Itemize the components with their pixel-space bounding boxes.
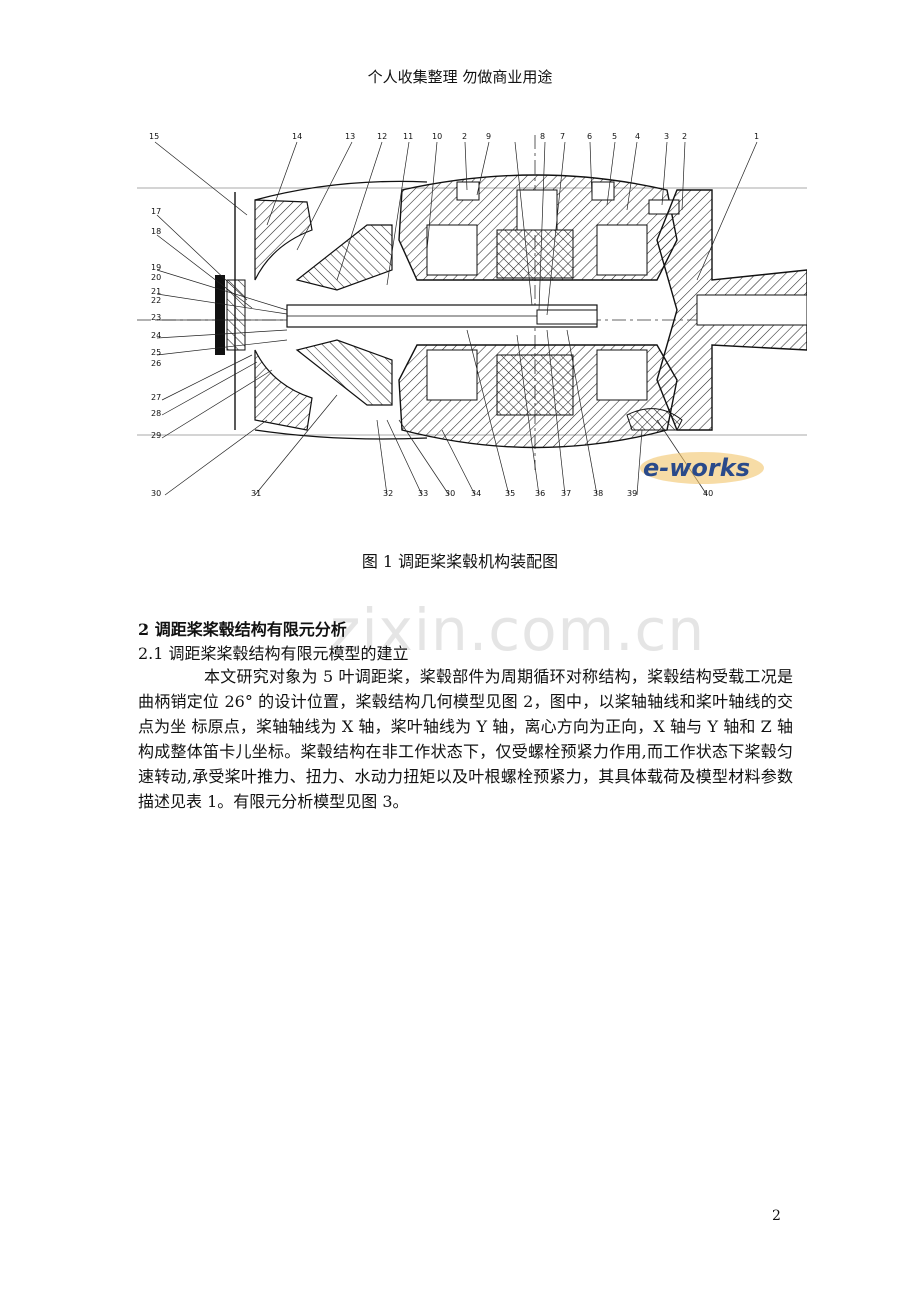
body-paragraph: 本文研究对象为 5 叶调距桨，桨毂部件为周期循环对称结构，桨毂结构受载工况是曲柄… bbox=[138, 667, 793, 811]
callout-7: 7 bbox=[560, 132, 565, 141]
callout-2b: 2 bbox=[682, 132, 687, 141]
callout-29: 29 bbox=[151, 431, 161, 440]
watermark: zixin.com.cn bbox=[330, 596, 706, 664]
assembly-drawing-figure: 15 14 13 12 11 10 2 9 8 7 6 5 4 3 2 1 17… bbox=[137, 130, 808, 505]
callout-4: 4 bbox=[635, 132, 640, 141]
callout-31: 31 bbox=[251, 489, 261, 498]
assembly-drawing: 15 14 13 12 11 10 2 9 8 7 6 5 4 3 2 1 17… bbox=[137, 132, 808, 498]
callout-8: 8 bbox=[540, 132, 545, 141]
callout-22: 22 bbox=[151, 296, 161, 305]
callout-38: 38 bbox=[593, 489, 603, 498]
figure-caption: 图 1 调距桨桨毂机构装配图 bbox=[361, 552, 559, 571]
callout-33: 33 bbox=[418, 489, 428, 498]
section-title: 2 调距桨桨毂结构有限元分析 bbox=[138, 620, 347, 639]
callout-26: 26 bbox=[151, 359, 161, 368]
callout-35: 35 bbox=[505, 489, 515, 498]
callout-30a: 30 bbox=[151, 489, 161, 498]
callout-6: 6 bbox=[587, 132, 592, 141]
callout-27: 27 bbox=[151, 393, 161, 402]
callout-21: 21 bbox=[151, 287, 161, 296]
callout-15: 15 bbox=[149, 132, 159, 141]
callout-25: 25 bbox=[151, 348, 161, 357]
callout-14: 14 bbox=[292, 132, 302, 141]
eworks-logo: e-works bbox=[640, 452, 764, 484]
callout-2a: 2 bbox=[462, 132, 467, 141]
callout-3: 3 bbox=[664, 132, 669, 141]
callout-12: 12 bbox=[377, 132, 387, 141]
page-header: 个人收集整理 勿做商业用途 bbox=[367, 68, 553, 86]
callout-32: 32 bbox=[383, 489, 393, 498]
callout-39: 39 bbox=[627, 489, 637, 498]
callout-5: 5 bbox=[612, 132, 617, 141]
callout-23: 23 bbox=[151, 313, 161, 322]
subsection-title: 2.1 调距桨桨毂结构有限元模型的建立 bbox=[138, 644, 409, 663]
page-number: 2 bbox=[772, 1208, 781, 1224]
callout-40: 40 bbox=[703, 489, 713, 498]
callout-28: 28 bbox=[151, 409, 161, 418]
callout-24: 24 bbox=[151, 331, 161, 340]
svg-text:e-works: e-works bbox=[643, 454, 750, 482]
callout-18: 18 bbox=[151, 227, 161, 236]
callout-20: 20 bbox=[151, 273, 161, 282]
callout-1: 1 bbox=[754, 132, 759, 141]
callout-17: 17 bbox=[151, 207, 161, 216]
callout-37: 37 bbox=[561, 489, 571, 498]
callout-13: 13 bbox=[345, 132, 355, 141]
callout-11: 11 bbox=[403, 132, 413, 141]
callout-30b: 30 bbox=[445, 489, 455, 498]
callout-10: 10 bbox=[432, 132, 442, 141]
callout-9: 9 bbox=[486, 132, 491, 141]
callout-34: 34 bbox=[471, 489, 481, 498]
callout-19: 19 bbox=[151, 263, 161, 272]
callout-36: 36 bbox=[535, 489, 545, 498]
